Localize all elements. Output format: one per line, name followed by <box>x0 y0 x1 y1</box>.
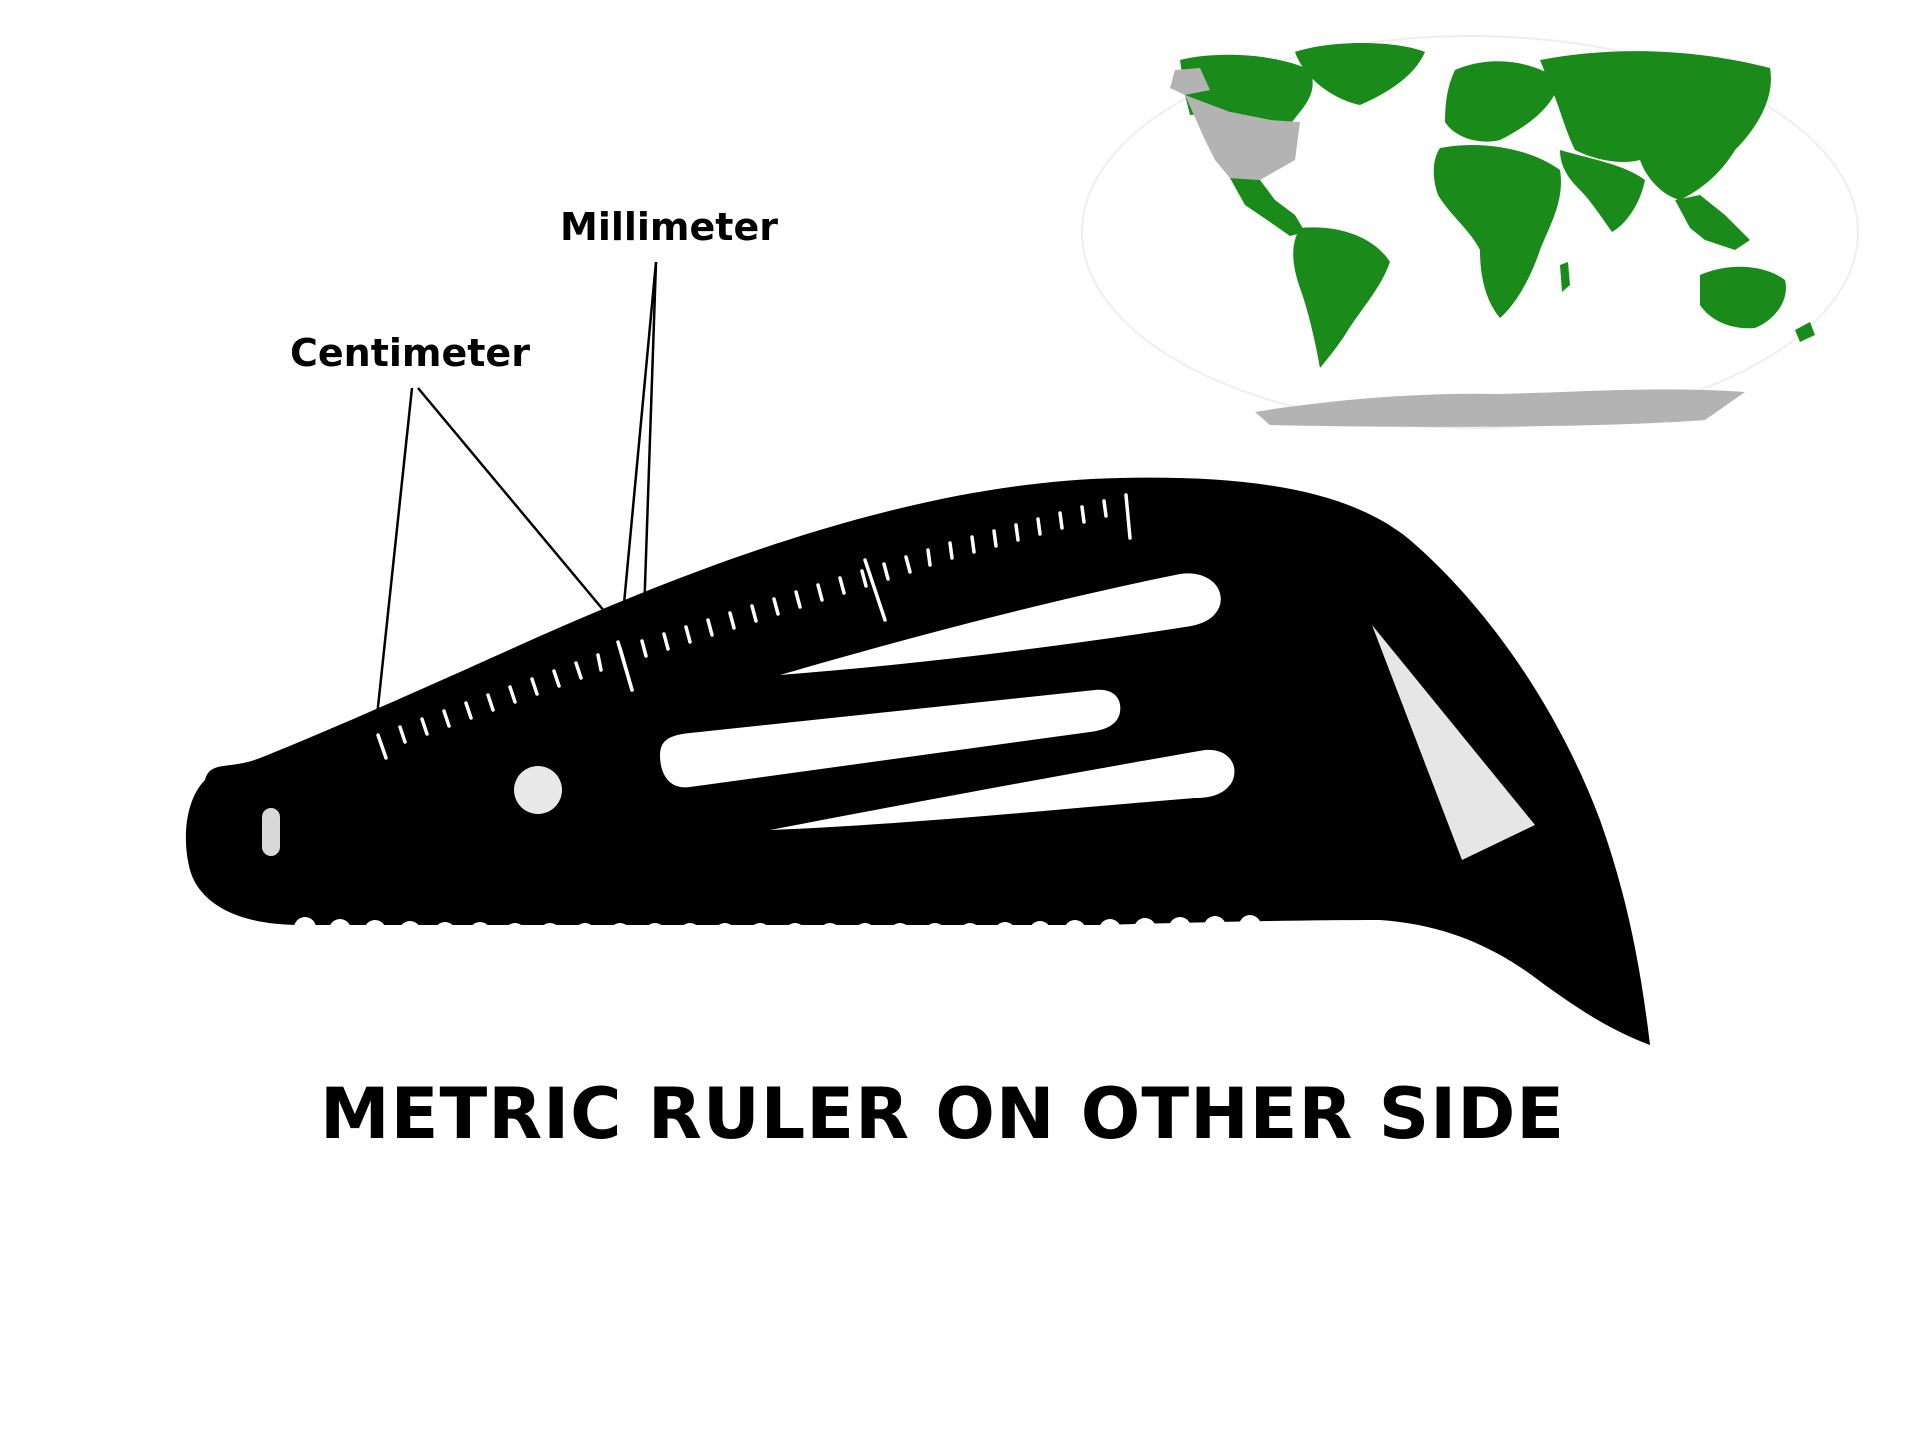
tool-triangle-cutout <box>1372 625 1535 860</box>
millimeter-leader-right <box>642 261 658 616</box>
tool-body <box>185 477 1650 1046</box>
centimeter-leader-right <box>417 387 621 631</box>
map-central-america <box>1230 178 1305 236</box>
map-asia <box>1540 51 1771 201</box>
map-alaska <box>1170 68 1210 95</box>
tool-slot-middle <box>660 689 1121 788</box>
map-europe <box>1445 61 1560 142</box>
map-antarctica <box>1255 389 1745 427</box>
map-madagascar <box>1560 262 1570 292</box>
caption-text: METRIC RULER ON OTHER SIDE <box>320 1073 1565 1155</box>
map-south-america <box>1293 227 1390 368</box>
map-usa <box>1185 95 1300 180</box>
map-new-zealand <box>1795 322 1815 342</box>
millimeter-leader-left <box>620 261 658 626</box>
callout-lines <box>373 261 658 736</box>
millimeter-label: Millimeter <box>560 205 778 249</box>
ruler-major-ticks <box>616 558 887 692</box>
map-greenland <box>1295 43 1425 105</box>
serrated-edge <box>294 915 1261 945</box>
map-australia <box>1700 266 1786 329</box>
centimeter-label: Centimeter <box>290 331 530 375</box>
centimeter-leader-left <box>373 387 414 736</box>
tool-slot-top <box>780 573 1221 675</box>
map-southeast-asia <box>1675 195 1750 250</box>
tool-slot-bottom <box>770 749 1235 830</box>
tool-hole <box>514 766 562 814</box>
tool-left-slot <box>262 808 280 856</box>
map-middle-east-india <box>1560 150 1645 232</box>
multi-tool-card-icon <box>185 477 1650 1046</box>
map-africa <box>1433 144 1561 318</box>
world-map-icon <box>1081 35 1859 429</box>
